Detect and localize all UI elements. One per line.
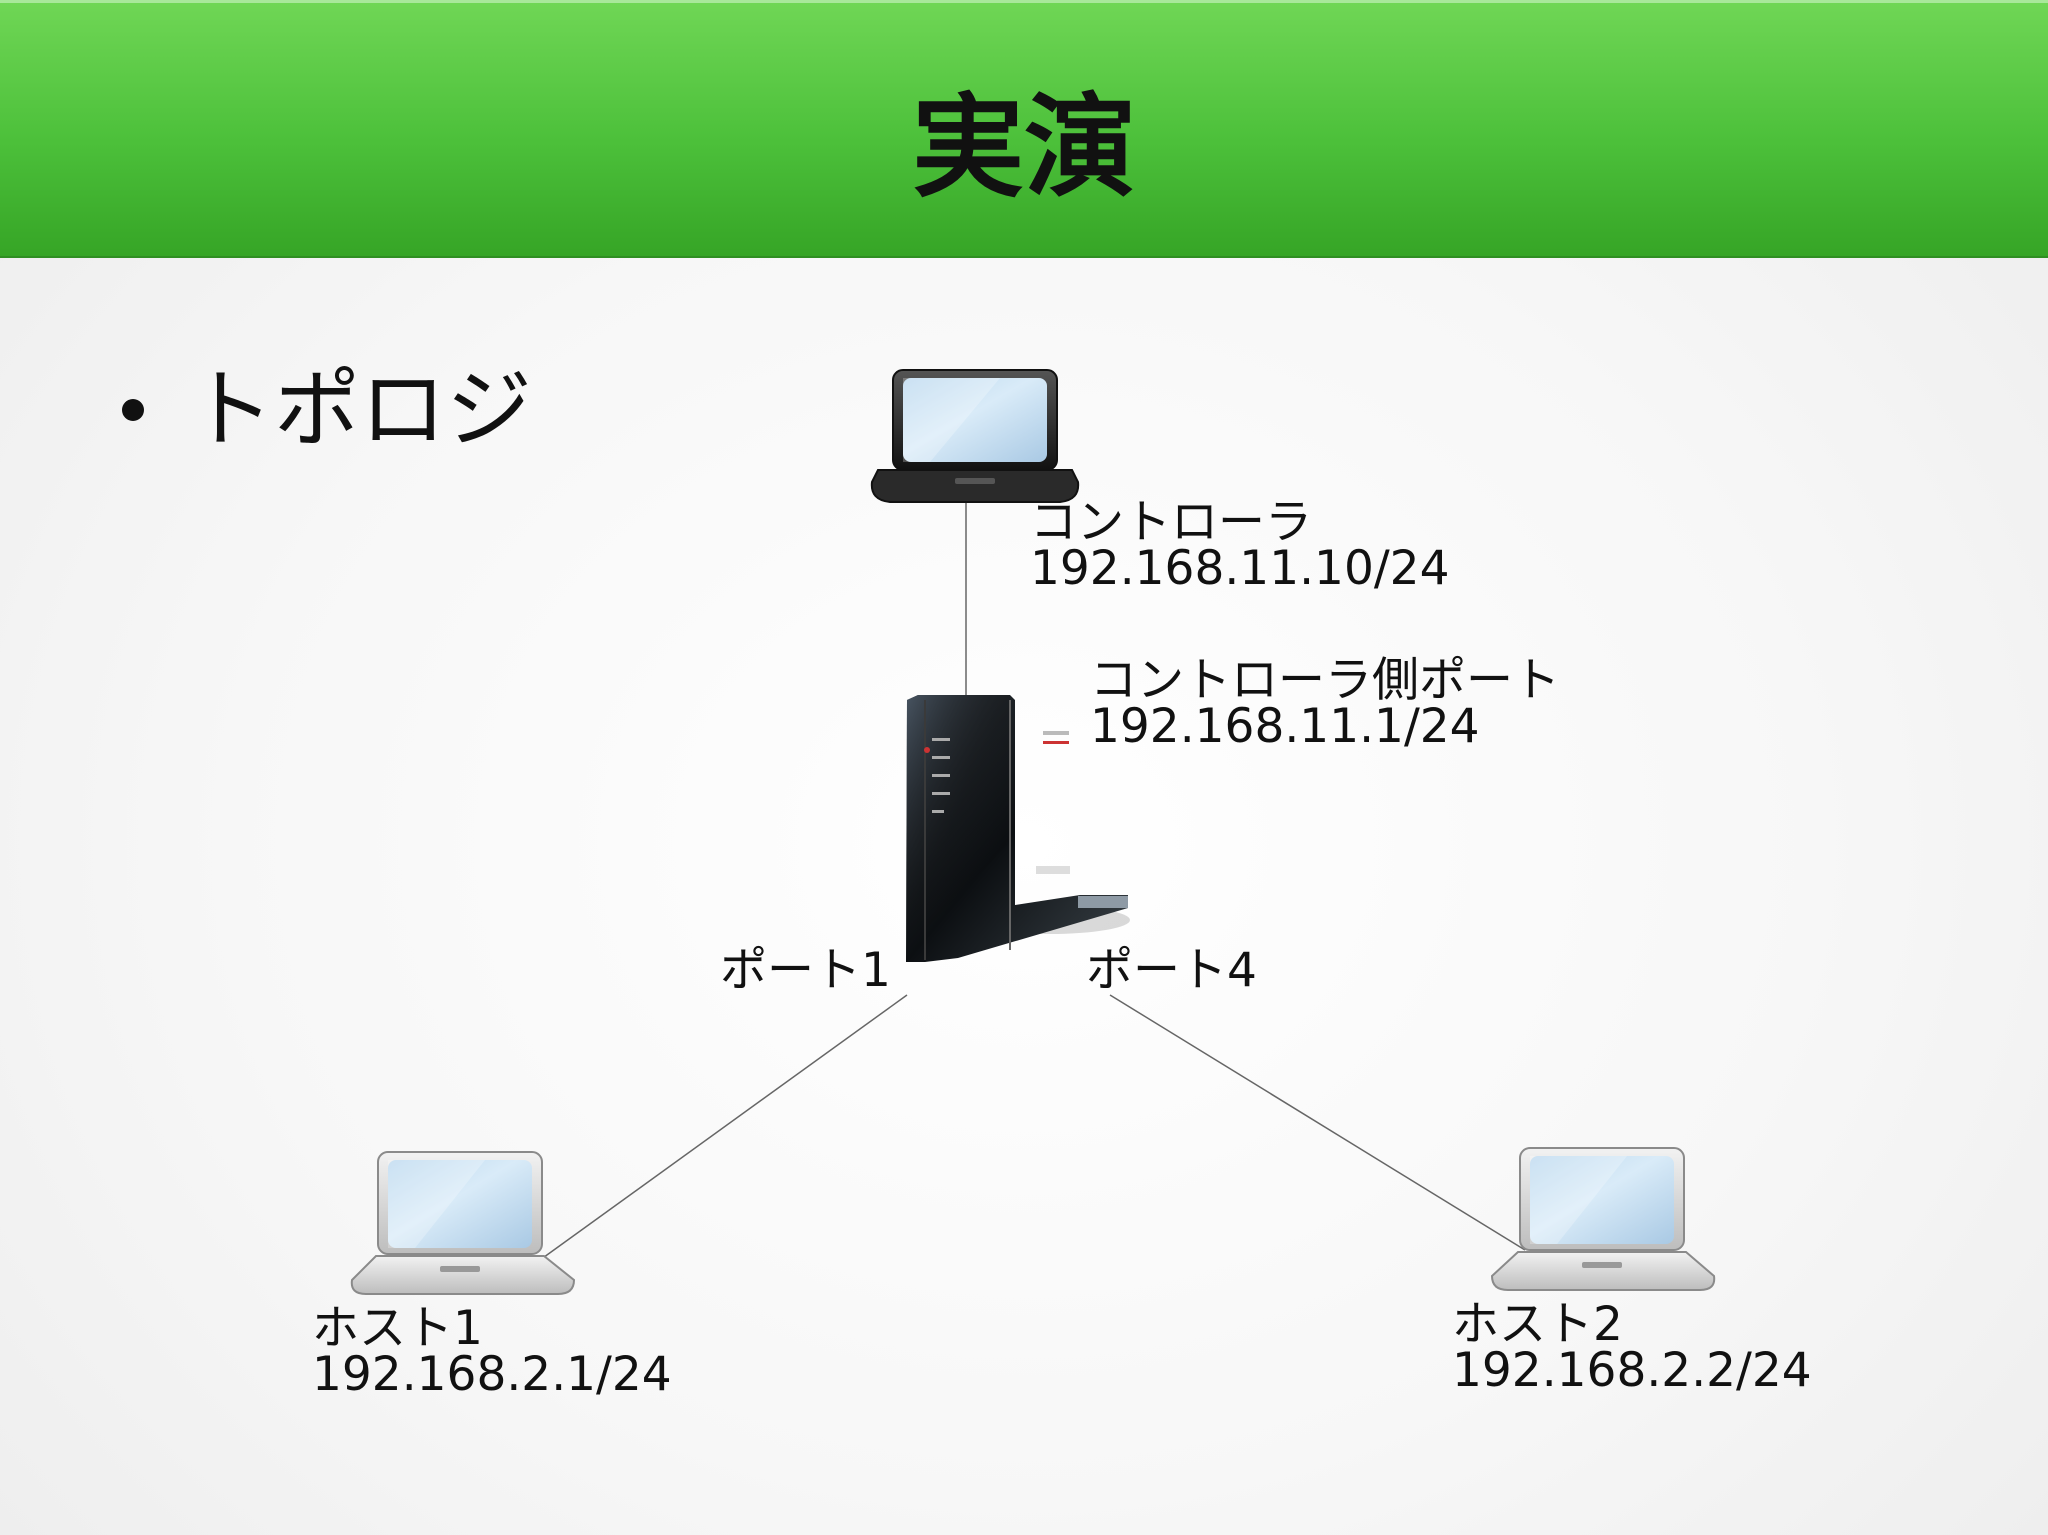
controller-label: コントローラ 192.168.11.10/24 xyxy=(1030,495,1450,596)
slide-title: 実演 xyxy=(912,83,1136,213)
bullet-dot-icon xyxy=(122,398,144,421)
link-port1-host1 xyxy=(539,994,908,1261)
host1-ip: 192.168.2.1/24 xyxy=(312,1347,672,1402)
port4-label: ポート4 xyxy=(1086,943,1257,998)
bullet-text: トポロジ xyxy=(188,360,532,460)
controller-port-ip: 192.168.11.1/24 xyxy=(1090,699,1480,754)
router-icon xyxy=(906,695,1130,962)
host1-label: ホスト1 192.168.2.1/24 xyxy=(312,1301,672,1402)
host1-name: ホスト1 xyxy=(312,1301,483,1356)
host2-name: ホスト2 xyxy=(1452,1297,1623,1352)
controller-laptop-icon xyxy=(870,369,1080,503)
link-port4-host2 xyxy=(1109,994,1526,1251)
controller-ip: 192.168.11.10/24 xyxy=(1030,541,1450,596)
host2-ip: 192.168.2.2/24 xyxy=(1452,1343,1812,1398)
bullet-item: トポロジ xyxy=(122,360,532,460)
slide-header: 実演 xyxy=(0,0,2048,258)
controller-name: コントローラ xyxy=(1030,495,1312,550)
controller-port-name: コントローラ側ポート xyxy=(1090,653,1560,708)
host2-label: ホスト2 192.168.2.2/24 xyxy=(1452,1297,1812,1398)
host2-laptop-icon xyxy=(1490,1147,1716,1291)
controller-port-label: コントローラ側ポート 192.168.11.1/24 xyxy=(1090,653,1560,754)
port1-label: ポート1 xyxy=(720,943,891,998)
port4-name: ポート4 xyxy=(1086,943,1257,998)
port1-name: ポート1 xyxy=(720,943,891,998)
host1-laptop-icon xyxy=(350,1151,576,1295)
